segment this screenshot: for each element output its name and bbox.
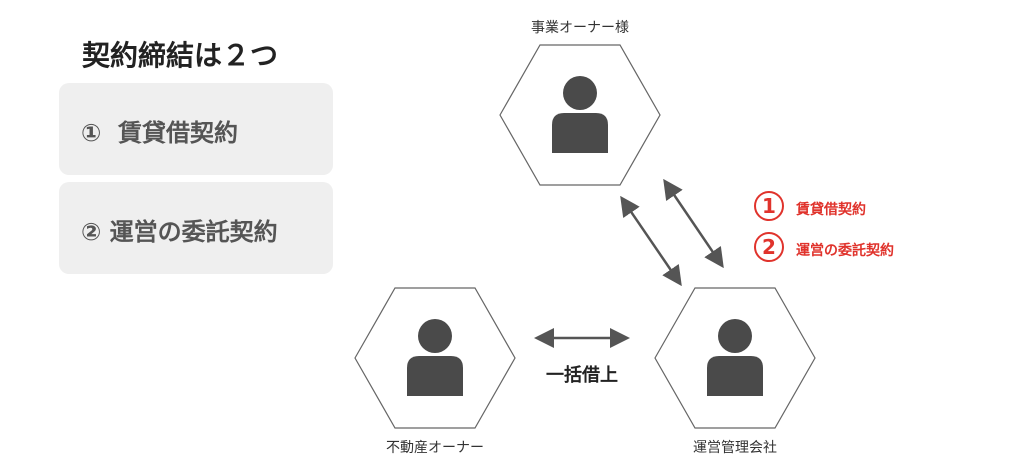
contract-legend-2: 2 運営の委託契約	[754, 232, 894, 262]
number-badge: 1	[754, 191, 784, 221]
contract-legend-1: 1 賃貸借契約	[754, 191, 866, 221]
page-title: 契約締結は２つ	[82, 39, 279, 72]
number-badge: 2	[754, 232, 784, 262]
master-lease-label: 一括借上	[546, 365, 618, 386]
contract-legend-label: 賃貸借契約	[796, 202, 866, 218]
node-label-business-owner: 事業オーナー様	[531, 20, 629, 36]
contract-legend-label: 運営の委託契約	[796, 243, 894, 259]
contract-box-label: ② 運営の委託契約	[81, 218, 278, 246]
double-arrow-icon	[663, 178, 724, 269]
double-arrow-icon	[620, 195, 682, 287]
node-label-management-company: 運営管理会社	[693, 440, 777, 456]
hex-property-owner	[354, 287, 516, 429]
hex-management-company	[654, 287, 816, 429]
contract-box-label: ① 賃貸借契約	[81, 119, 239, 147]
contract-box-2: ② 運営の委託契約	[59, 182, 333, 274]
contract-box-1: ① 賃貸借契約	[59, 83, 333, 175]
hex-business-owner	[499, 44, 661, 186]
node-label-property-owner: 不動産オーナー	[386, 440, 484, 456]
